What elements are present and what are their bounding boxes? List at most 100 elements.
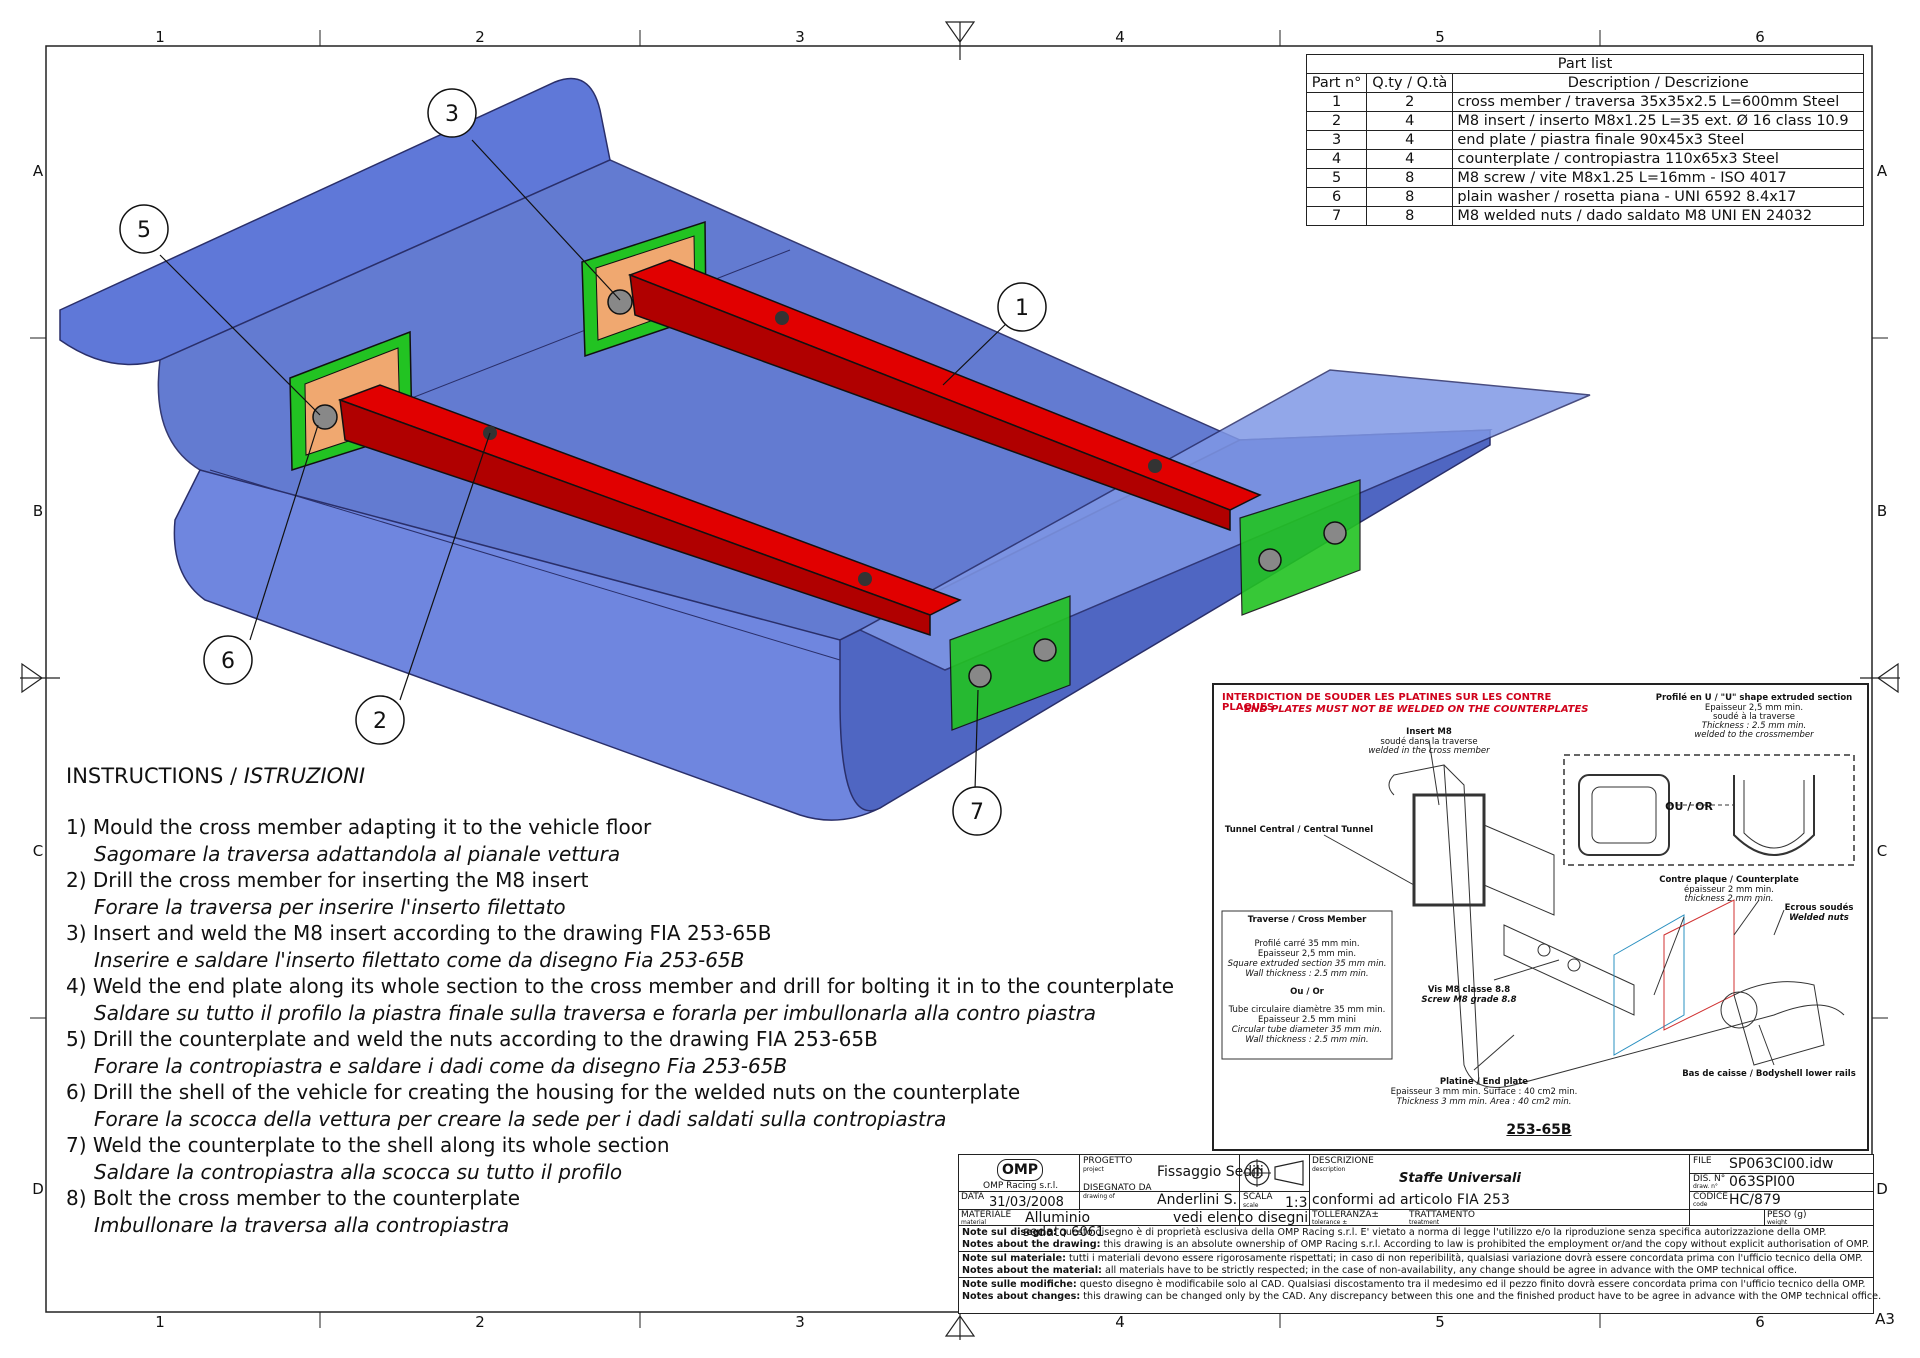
peso-sub: weight <box>1767 1219 1788 1226</box>
col-label-3-top: 3 <box>795 28 805 46</box>
instructions-title-en: INSTRUCTIONS / <box>66 764 244 788</box>
callout-3: 3 <box>445 102 459 127</box>
col-label-4-top: 4 <box>1115 28 1125 46</box>
step-it: Inserire e saldare l'inserto filettato c… <box>94 947 745 972</box>
descrizione-sub: description <box>1312 1166 1346 1173</box>
step-en: 5) Drill the counterplate and weld the n… <box>66 1027 878 1051</box>
step-it: Saldare la contropiastra alla scocca su … <box>94 1159 623 1184</box>
callout-7: 7 <box>970 800 984 825</box>
warning-en: END PLATES MUST NOT BE WELDED ON THE COU… <box>1244 704 1589 715</box>
parts-header-desc: Description / Descrizione <box>1452 73 1864 93</box>
note-drawing-en: Notes about the drawing: this drawing is… <box>962 1239 1870 1250</box>
callout-5: 5 <box>137 218 151 243</box>
callout-circle-2 <box>355 695 405 745</box>
part-qty: 4 <box>1366 149 1454 169</box>
col-label-4-bottom: 4 <box>1115 1313 1125 1331</box>
part-qty: 4 <box>1366 111 1454 131</box>
callout-6: 6 <box>221 649 235 674</box>
row-label-b-left: B <box>33 502 43 520</box>
part-no: 2 <box>1305 111 1368 131</box>
callout-circle-6 <box>203 635 253 685</box>
row-label-c-right: C <box>1877 842 1887 860</box>
parts-list-title: Part list <box>1306 54 1864 74</box>
part-no: 6 <box>1305 187 1368 207</box>
warning-fr: INTERDICTION DE SOUDER LES PLATINES SUR … <box>1222 692 1552 713</box>
parts-header-partno: Part n° <box>1305 73 1368 93</box>
traverse-line: Epaisseur 2.5 mm mini <box>1258 1015 1356 1025</box>
disegnato-sub: drawing of <box>1083 1193 1115 1200</box>
scala-sub: scale <box>1243 1202 1259 1209</box>
material-value: Alluminio <box>1025 1210 1091 1226</box>
traverse-line: Ou / Or <box>1290 987 1324 997</box>
part-desc: end plate / piastra finale 90x45x3 Steel <box>1452 130 1864 150</box>
omp-logo: OMP <box>997 1159 1043 1181</box>
counterplate-label: Contre plaque / Counterplate <box>1659 875 1799 885</box>
title-block: OMP OMP Racing s.r.l. DATA 31/03/2008 PR… <box>958 1154 1881 1314</box>
profile-sub4: welded to the crossmember <box>1694 730 1814 740</box>
part-qty: 4 <box>1366 130 1454 150</box>
fia-detail-inset: INTERDICTION DE SOUDER LES PLATINES SUR … <box>1212 683 1869 1151</box>
screw-label: Vis M8 classe 8.8 <box>1427 985 1511 995</box>
cross-members <box>337 259 1262 637</box>
note-changes-it: Note sulle modifiche: questo disegno è m… <box>962 1279 1866 1290</box>
materiale-label: MATERIALE <box>961 1210 1012 1220</box>
tolleranza-label: TOLLERANZA± <box>1312 1210 1379 1220</box>
step-en: 1) Mould the cross member adapting it to… <box>66 815 652 839</box>
traverse-line: Circular tube diameter 35 mm min. <box>1231 1025 1383 1035</box>
scale-value: 1:3 <box>1285 1195 1308 1211</box>
step-en: 7) Weld the counterplate to the shell al… <box>66 1133 670 1157</box>
project-name: Fissaggio Sedili <box>1157 1164 1264 1180</box>
tunnel-label: Tunnel Central / Central Tunnel <box>1224 825 1374 835</box>
tolleranza-sub: tolerance ± <box>1312 1219 1348 1226</box>
end-plate-sub2: Thickness 3 mm min. Area : 40 cm2 min. <box>1396 1097 1572 1107</box>
material-alloy: sedato 6061 <box>1023 1225 1105 1240</box>
projection-symbol-icon <box>1243 1159 1304 1187</box>
part-qty: 2 <box>1366 92 1454 112</box>
profile-sub3: Thickness : 2.5 mm min. <box>1701 721 1807 731</box>
materiale-sub: material <box>961 1219 987 1226</box>
callout-circle-7 <box>952 786 1002 836</box>
drawing-number: 063SPI00 <box>1729 1174 1795 1190</box>
bodyshell-label: Bas de caisse / Bodyshell lower rails <box>1682 1069 1856 1079</box>
step-it: Forare la scocca della vettura per crear… <box>94 1106 947 1131</box>
description-2: conformi ad articolo FIA 253 <box>1312 1192 1510 1208</box>
traverse-line: Wall thickness : 2.5 mm min. <box>1245 969 1369 979</box>
row-label-b-right: B <box>1877 502 1887 520</box>
step-it: Forare la traversa per inserire l'insert… <box>94 894 566 919</box>
fia-reference: 253-65B <box>1506 1122 1572 1138</box>
row-label-a-left: A <box>33 162 44 180</box>
disegnato-label: DISEGNATO DA <box>1083 1183 1152 1193</box>
col-label-1-top: 1 <box>155 28 165 46</box>
col-label-5-top: 5 <box>1435 28 1445 46</box>
part-desc: M8 screw / vite M8x1.25 L=16mm - ISO 401… <box>1452 168 1864 188</box>
note-material-it: Note sul materiale: tutti i materiali de… <box>962 1253 1863 1264</box>
part-qty: 8 <box>1366 187 1454 207</box>
part-no: 1 <box>1305 92 1368 112</box>
part-desc: plain washer / rosetta piana - UNI 6592 … <box>1452 187 1864 207</box>
callout-circle-3 <box>427 88 477 138</box>
parts-list-table: Part list Part n° Q.ty / Q.tà Descriptio… <box>1305 54 1864 226</box>
step-en: 2) Drill the cross member for inserting … <box>66 868 589 892</box>
part-desc: counterplate / contropiastra 110x65x3 St… <box>1452 149 1864 169</box>
callout-circle-1 <box>997 282 1047 332</box>
ou-or-label: OU / OR <box>1665 800 1713 813</box>
note-changes-en: Notes about changes: this drawing can be… <box>962 1291 1882 1302</box>
col-label-1-bottom: 1 <box>155 1313 165 1331</box>
code-value: HC/879 <box>1729 1192 1781 1208</box>
descrizione-label: DESCRIZIONE <box>1312 1156 1374 1166</box>
trattamento-sub: treatment <box>1409 1219 1440 1226</box>
note-material-en: Notes about the material: all materials … <box>962 1265 1798 1276</box>
traverse-line: Tube circulaire diamètre 35 mm min. <box>1228 1005 1386 1015</box>
material-value-2: vedi elenco disegni <box>1173 1210 1309 1226</box>
part-desc: M8 insert / inserto M8x1.25 L=35 ext. Ø … <box>1452 111 1864 131</box>
insert-sub2: welded in the cross member <box>1368 746 1490 756</box>
profile-sub2: soudé à la traverse <box>1713 712 1795 722</box>
row-label-c-left: C <box>33 842 43 860</box>
screw-sub: Screw M8 grade 8.8 <box>1421 995 1517 1005</box>
callout-bubbles <box>119 88 1047 836</box>
part-no: 7 <box>1305 206 1368 226</box>
col-label-3-bottom: 3 <box>795 1313 805 1331</box>
